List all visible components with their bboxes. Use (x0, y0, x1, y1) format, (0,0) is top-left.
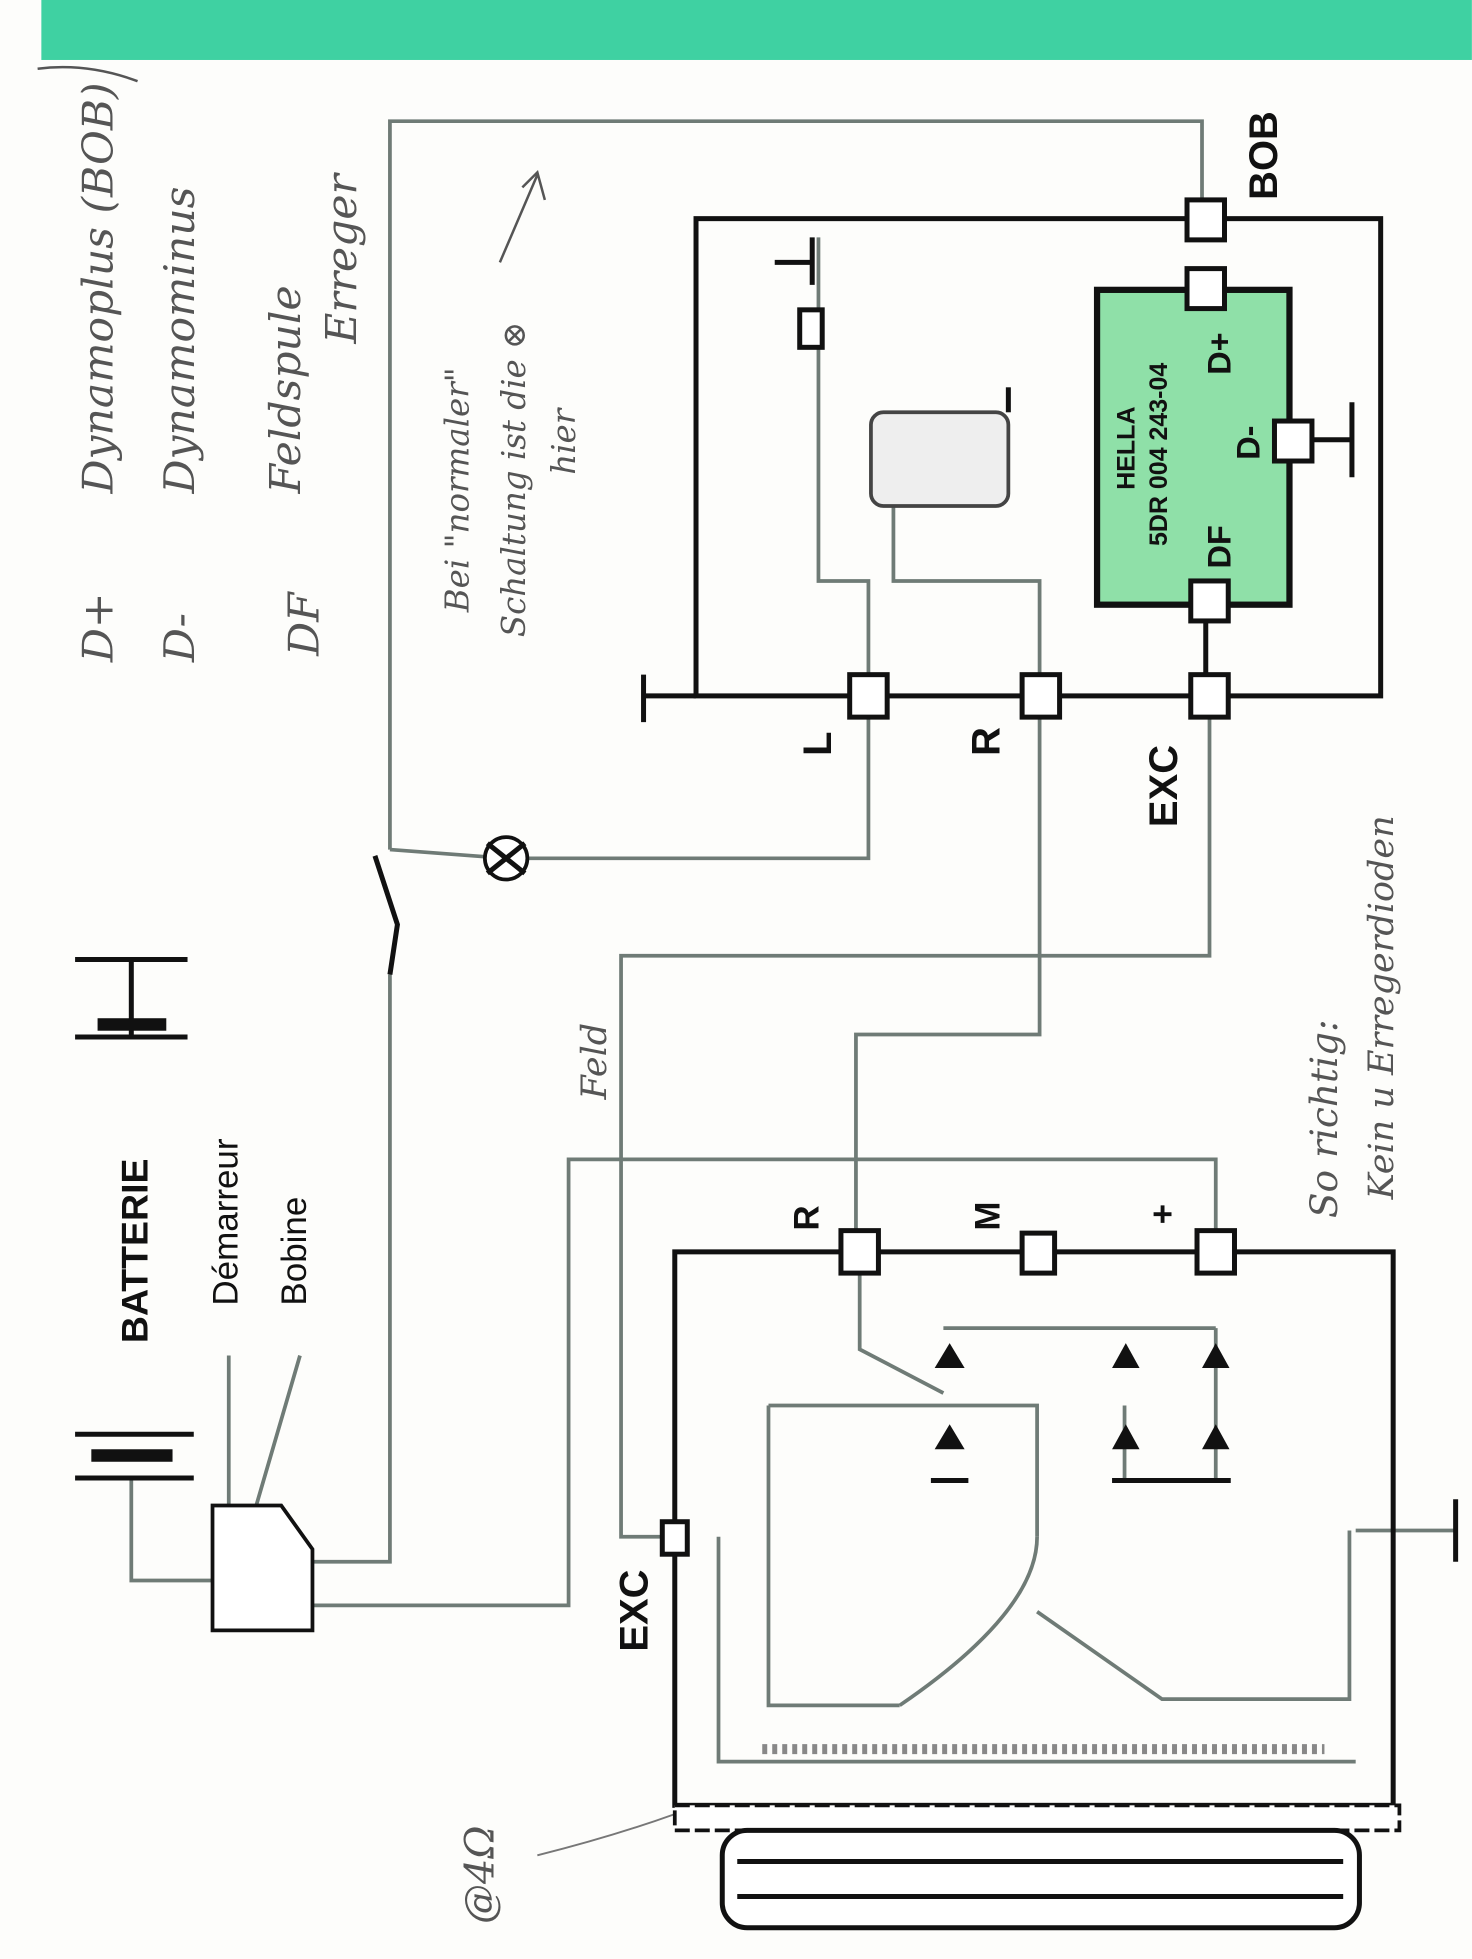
label-df: DF (1202, 525, 1238, 568)
note-d-plus-desc: Dynamoplus (BOB) (75, 82, 124, 494)
ground-symbol-d-minus (1311, 402, 1355, 478)
relay-coil (869, 410, 1011, 508)
label-bob: BOB (1242, 111, 1286, 200)
note-d-plus: D+ (75, 593, 124, 664)
label-gen-exc: EXC (612, 1569, 656, 1651)
generator-terminal-labels: R M + EXC (612, 1201, 1182, 1651)
label-coil: Bobine (275, 1197, 314, 1306)
label-exc: EXC (1142, 745, 1186, 827)
note-correct-2: Kein u Erregerdioden (1362, 815, 1402, 1200)
warning-lamp-fuse (797, 307, 825, 350)
terminal-df (1188, 578, 1231, 624)
terminal-gen-r (838, 1228, 881, 1276)
note-df: DF (281, 591, 330, 657)
label-r: R (965, 727, 1009, 756)
terminal-l (847, 672, 890, 720)
note-feld: Feld (575, 1023, 615, 1101)
label-starter: Démarreur (207, 1138, 246, 1305)
terminal-gen-plus (1194, 1228, 1237, 1276)
pencil-curve (37, 65, 138, 83)
terminal-exc (1188, 672, 1231, 720)
note-d-minus-desc: Dynamominus (156, 187, 205, 495)
terminal-gen-exc (659, 1519, 690, 1557)
label-d-plus: D+ (1202, 332, 1238, 374)
ground-symbol-regulator (641, 674, 697, 723)
regulator-terminals (847, 197, 1315, 720)
note-df-desc2: Erreger (318, 172, 367, 345)
battery-symbol (75, 957, 194, 1481)
label-battery: BATTERIE (114, 1159, 156, 1344)
handwritten-legend: D+ Dynamoplus (BOB) D- Dynamominus DF Fe… (75, 82, 1403, 1924)
note-df-desc: Feldspule (262, 285, 311, 494)
terminal-r (1019, 672, 1063, 720)
note-line1: Bei "normaler" (439, 367, 477, 613)
part-number: 5DR 004 243-04 (1145, 363, 1173, 546)
note-correct-1: So richtig: (1302, 1019, 1346, 1218)
terminal-bob (1184, 197, 1227, 243)
arrow-icon (498, 170, 547, 263)
diodes (934, 1343, 1230, 1450)
green-header-band (41, 0, 1472, 60)
label-gen-m: M (969, 1201, 1008, 1230)
ignition-switch (372, 855, 400, 975)
wires (129, 119, 1456, 1764)
hella-regulator (1093, 286, 1293, 608)
terminal-d-plus (1184, 266, 1227, 312)
regulator-terminal-labels: D+ D- DF BOB L R EXC (796, 111, 1286, 827)
note-line3: hier (545, 406, 583, 475)
pulley (672, 1803, 1402, 1931)
component-labels: BATTERIE Démarreur Bobine (114, 1138, 315, 1343)
label-l: L (796, 731, 840, 755)
terminal-gen-m (1019, 1230, 1058, 1276)
ignition-coil-box (210, 1503, 315, 1633)
generator-housing (672, 1249, 1396, 1808)
regulator-labels: HELLA 5DR 004 243-04 (1113, 363, 1173, 546)
brand-label: HELLA (1113, 407, 1141, 490)
note-resistance: @4Ω (458, 1825, 504, 1924)
note-line2: Schaltung ist die ⊗ (495, 322, 533, 637)
warning-lamp-icon (483, 835, 530, 882)
pointer-line (537, 1813, 676, 1857)
label-gen-plus: + (1144, 1204, 1183, 1224)
note-d-minus: D- (156, 613, 205, 663)
label-d-minus: D- (1230, 425, 1266, 459)
terminal-d-minus (1271, 418, 1315, 464)
ground-symbol-lamp (774, 237, 815, 285)
generator-terminals (659, 1228, 1237, 1557)
label-gen-r: R (787, 1205, 826, 1230)
